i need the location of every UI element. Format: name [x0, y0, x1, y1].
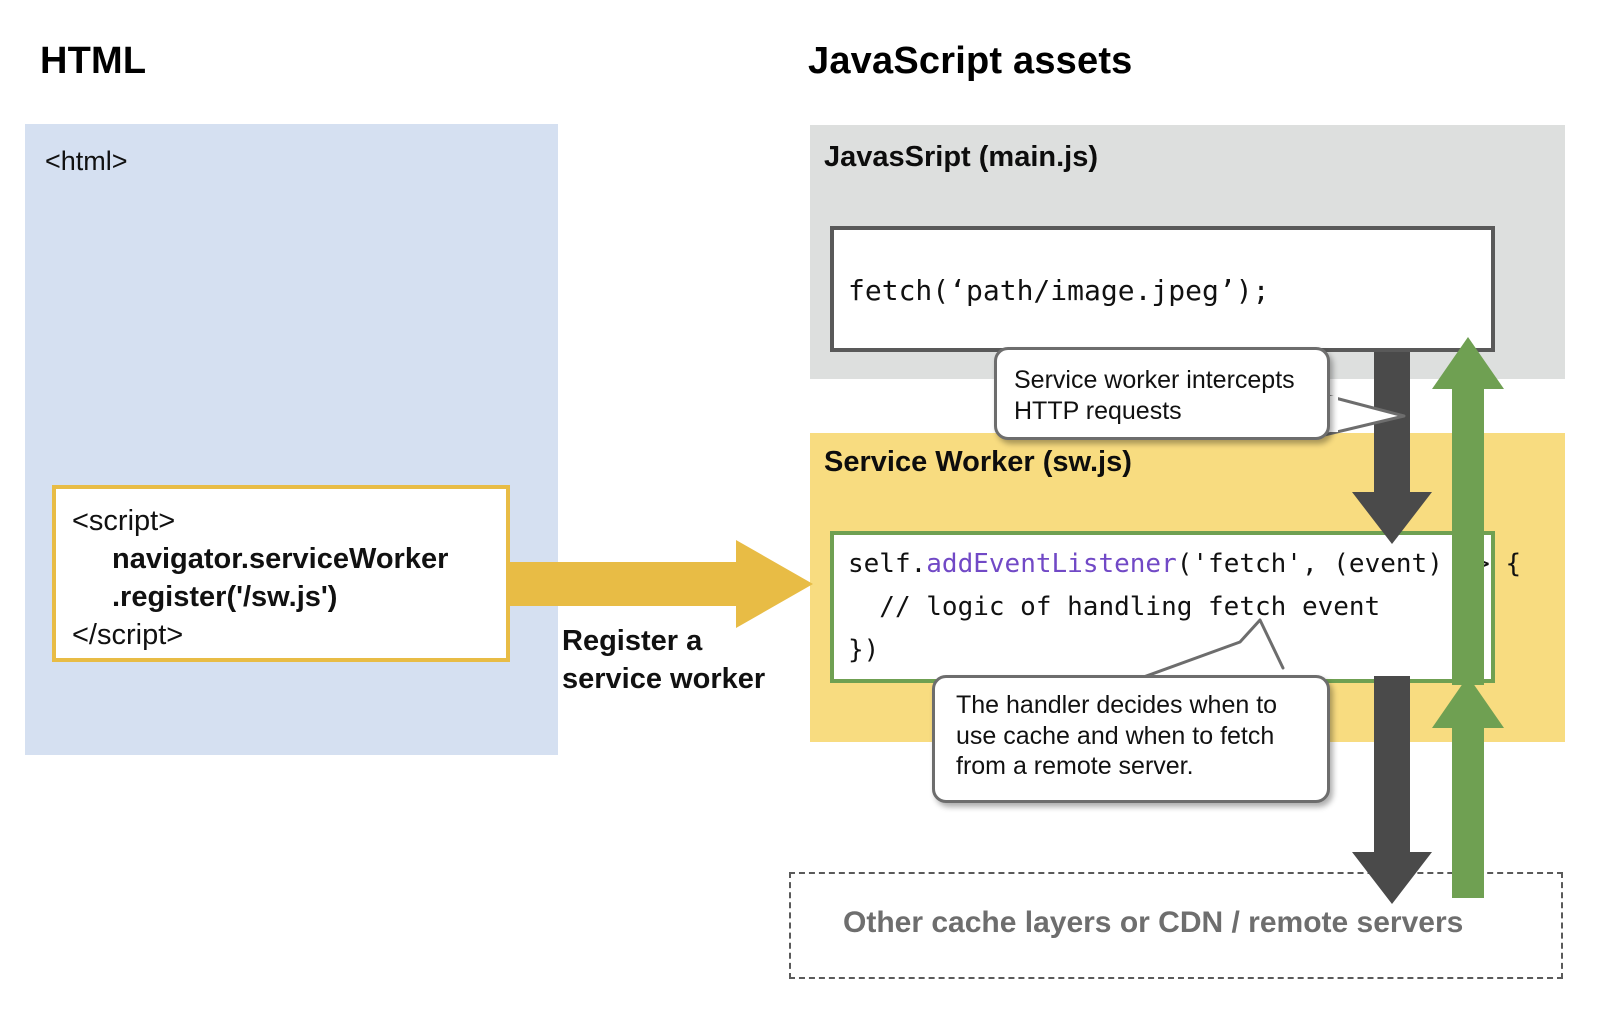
- script-register-call: .register('/sw.js'): [112, 581, 338, 613]
- callout-intercept: Service worker intercepts HTTP requests: [994, 347, 1394, 440]
- javascript-assets-column-title: JavaScript assets: [808, 40, 1133, 82]
- sw-code-line-3: }): [848, 635, 880, 665]
- sw-code-line-2: // logic of handling fetch event: [848, 592, 1381, 622]
- callout-intercept-text: Service worker intercepts HTTP requests: [1014, 366, 1295, 425]
- service-worker-region-label: Service Worker (sw.js): [824, 446, 1132, 478]
- script-navigator-serviceworker: navigator.serviceWorker: [112, 543, 449, 575]
- register-arrow-icon: [508, 540, 813, 628]
- fetch-code-box: fetch(‘path/image.jpeg’);: [830, 226, 1495, 352]
- html-tag-label: <html>: [45, 146, 128, 176]
- request-arrow-down-bottom-icon: [1352, 676, 1432, 904]
- script-open-tag: <script>: [72, 505, 176, 537]
- response-arrow-up-bottom-icon: [1432, 676, 1504, 898]
- sw-code-addeventlistener-token: addEventListener: [926, 549, 1177, 579]
- request-arrow-down-top-icon: [1352, 352, 1432, 544]
- html-column-title: HTML: [40, 40, 147, 82]
- remote-servers-region: Other cache layers or CDN / remote serve…: [789, 872, 1563, 979]
- callout-intercept-box: [994, 347, 1330, 440]
- callout-handler-box: [932, 675, 1330, 803]
- callout-handler-text: The handler decides when to use cache an…: [956, 691, 1278, 780]
- response-arrow-up-top-icon: [1432, 337, 1504, 685]
- register-arrow-label: Register a service worker: [562, 625, 766, 696]
- sw-code-line-1: self.addEventListener('fetch', (event) =…: [848, 549, 1521, 579]
- callout-handler-tail-icon: [1106, 618, 1285, 692]
- mainjs-region-label: JavasSript (main.js): [824, 141, 1098, 173]
- sw-code-self-token: self.: [848, 549, 927, 579]
- remote-servers-label: Other cache layers or CDN / remote serve…: [843, 906, 1464, 939]
- callout-handler: The handler decides when to use cache an…: [932, 675, 1330, 803]
- fetch-code-line: fetch(‘path/image.jpeg’);: [848, 274, 1270, 307]
- script-close-tag: </script>: [72, 619, 184, 651]
- register-script-box: <script> navigator.serviceWorker .regist…: [52, 485, 510, 662]
